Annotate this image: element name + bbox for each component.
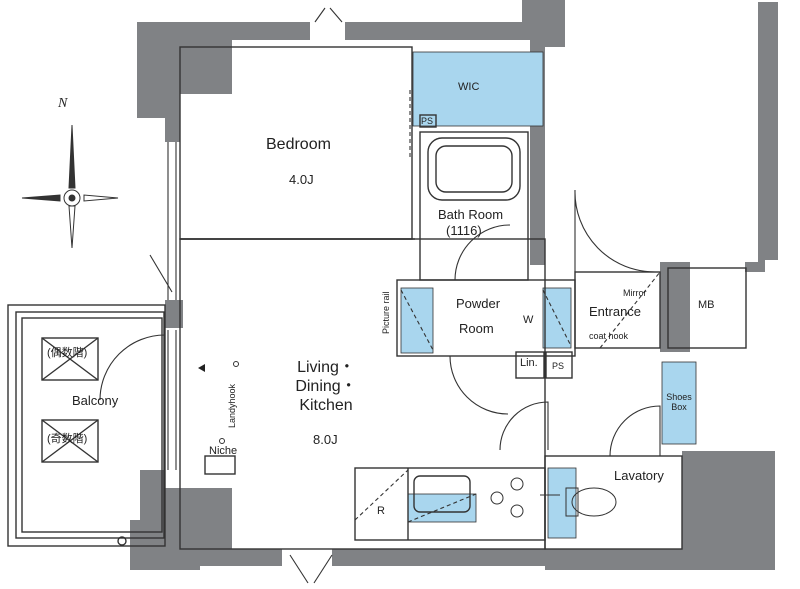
wall-mb-block bbox=[660, 262, 690, 352]
window-bottom-slope2 bbox=[313, 554, 333, 584]
balcony-inner bbox=[15, 311, 165, 539]
bath-spec: (1116) bbox=[446, 223, 482, 238]
lavatory-name: Lavatory bbox=[614, 468, 664, 483]
mb-outline bbox=[667, 267, 747, 349]
shoes-box-line2: Box bbox=[671, 402, 687, 413]
burner-2 bbox=[490, 491, 504, 505]
drain bbox=[117, 536, 127, 546]
bedroom-name: Bedroom bbox=[266, 136, 331, 153]
linen-box bbox=[515, 351, 545, 379]
linen-label: Lin. bbox=[520, 357, 538, 369]
bathtub-inner bbox=[435, 145, 513, 193]
entrance-outline bbox=[574, 271, 661, 349]
shoes-box-label: Shoes Box bbox=[663, 392, 695, 413]
wall-column-left bbox=[165, 300, 183, 328]
toilet-bowl bbox=[571, 487, 617, 517]
bedroom-door bbox=[149, 254, 173, 293]
compass-icon bbox=[21, 124, 119, 249]
hatch-even bbox=[41, 337, 99, 381]
fridge-label: R bbox=[377, 505, 385, 517]
balcony-name: Balcony bbox=[72, 393, 119, 408]
niche-box bbox=[204, 455, 236, 475]
mb-label: MB bbox=[698, 299, 715, 311]
wall-bottom-left bbox=[140, 470, 282, 570]
shoes-box-line1: Shoes bbox=[666, 392, 692, 402]
lavatory-outline bbox=[544, 455, 683, 550]
window-top-slope2 bbox=[329, 7, 343, 23]
wic-shelf bbox=[412, 51, 544, 127]
bath-door bbox=[454, 224, 511, 281]
window-bottom-slope1 bbox=[289, 554, 309, 584]
hatch-even-diag2 bbox=[41, 337, 99, 381]
ldk-line1: Living・ bbox=[297, 359, 355, 376]
ldk-size: 8.0J bbox=[313, 432, 338, 447]
powder-sink-blue bbox=[400, 287, 434, 354]
blue-fixtures bbox=[400, 51, 697, 539]
shoes-box-blue bbox=[661, 361, 697, 445]
wall-top-middle bbox=[345, 22, 522, 40]
wall-bottom-mid bbox=[332, 549, 545, 566]
landyhook-circle-2 bbox=[219, 438, 225, 444]
ldk-line3: Kitchen bbox=[299, 397, 353, 415]
hatch-odd bbox=[41, 419, 99, 463]
ldk-door bbox=[499, 401, 549, 451]
ldk-outline bbox=[179, 238, 546, 550]
niche-label: Niche bbox=[209, 445, 238, 457]
wall-left-lower bbox=[130, 520, 140, 570]
burner-1 bbox=[510, 477, 524, 491]
bath-name: Bath Room bbox=[438, 207, 504, 222]
picture-rail-label: Picture rail bbox=[381, 291, 391, 334]
landyhook-label: Landyhook bbox=[227, 383, 237, 428]
coat-hook-label: coat hook bbox=[589, 331, 629, 341]
window-top-slope1 bbox=[314, 7, 326, 23]
balcony-odd-floor: (奇数階) bbox=[47, 433, 88, 445]
hall-door bbox=[449, 355, 509, 415]
bathtub bbox=[427, 137, 521, 201]
ps-mid-label: PS bbox=[552, 361, 565, 371]
hatch-odd-diag2 bbox=[41, 419, 99, 463]
wall-right-side bbox=[745, 2, 778, 272]
ldk-name: Living・ Dining・ Kitchen bbox=[276, 358, 376, 416]
compass-north-needle bbox=[68, 124, 76, 189]
compass-south-needle bbox=[68, 205, 76, 249]
kitchen-sink bbox=[413, 475, 471, 513]
ps-top-label: PS bbox=[421, 116, 434, 126]
arrow-marker-icon bbox=[198, 364, 205, 372]
wic-label: WIC bbox=[458, 81, 480, 93]
ldk-line2: Dining・ bbox=[295, 378, 357, 396]
balcony-even-floor: (偶数階) bbox=[47, 347, 88, 359]
balcony-door bbox=[99, 334, 166, 401]
wall-top-left bbox=[137, 22, 310, 142]
wall-bottom-right bbox=[545, 451, 775, 570]
entrance-door bbox=[574, 189, 656, 273]
compass-center-dot bbox=[68, 194, 76, 202]
powder-door-dash bbox=[400, 289, 434, 351]
mirror-label: Mirror bbox=[623, 288, 647, 298]
powder-name-2: Room bbox=[459, 321, 494, 336]
doors bbox=[99, 7, 661, 584]
landyhook-circle-1 bbox=[233, 361, 239, 367]
interior-walls bbox=[7, 46, 747, 550]
ps-top-box bbox=[419, 114, 437, 128]
entrance-dash bbox=[599, 271, 661, 349]
washer-dash bbox=[542, 289, 572, 347]
toilet-tank bbox=[565, 487, 579, 517]
balcony-inner2 bbox=[21, 317, 163, 533]
compass-north-label: N bbox=[58, 96, 68, 111]
lavatory-door bbox=[609, 405, 661, 457]
burner-3 bbox=[510, 504, 524, 518]
lavatory-blue bbox=[547, 467, 577, 539]
appliances bbox=[490, 477, 617, 518]
balcony-outer bbox=[7, 304, 166, 547]
ps-mid-box bbox=[545, 351, 573, 379]
compass-west-needle bbox=[21, 194, 61, 202]
entrance-name: Entrance bbox=[589, 304, 642, 319]
powder-name-1: Powder bbox=[456, 296, 501, 311]
compass-east-needle bbox=[83, 194, 119, 202]
kitchen-dash bbox=[354, 469, 477, 523]
washer-label: W bbox=[523, 314, 534, 326]
bedroom-size: 4.0J bbox=[289, 172, 314, 187]
